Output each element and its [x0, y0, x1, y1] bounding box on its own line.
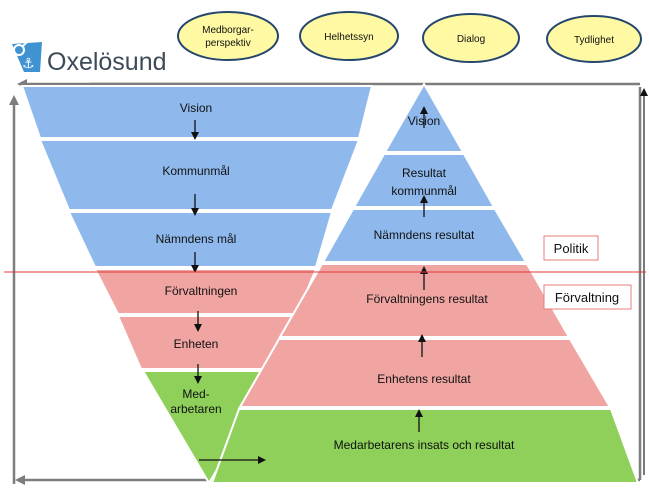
pyr-label-resultat-1: Resultat: [402, 166, 447, 180]
value-label: perspektiv: [205, 38, 251, 49]
pyr-label-medarbetarens: Medarbetarens insats och resultat: [334, 438, 515, 452]
pyr-level-namndens-resultat: [321, 208, 528, 263]
value-label: Medborgar-: [202, 25, 254, 36]
inv-label-kommunmal: Kommunmål: [162, 164, 229, 178]
pyr-level-forvaltningens-resultat: [278, 263, 571, 338]
pyr-label-enhetens-resultat: Enhetens resultat: [377, 372, 471, 386]
value-label: Helhetssyn: [324, 32, 373, 43]
inv-label-enheten: Enheten: [174, 337, 219, 351]
inv-level-kommunmal: [38, 139, 361, 211]
politik-label: Politik: [554, 241, 589, 256]
inv-label-medarbetaren-2: arbetaren: [170, 402, 221, 416]
value-label: Tydlighet: [574, 35, 614, 46]
pyr-level-enhetens-resultat: [238, 338, 612, 408]
inv-label-vision: Vision: [180, 101, 212, 115]
pyr-label-namndens-resultat: Nämndens resultat: [374, 228, 475, 242]
inv-label-forvaltningen: Förvaltningen: [165, 284, 238, 298]
anchor-icon: ⚓: [12, 41, 42, 72]
forvaltning-label-box: Förvaltning: [543, 284, 632, 310]
inverted-pyramid: Vision Kommunmål Nämndens mål Förvaltnin…: [20, 85, 374, 485]
inv-label-namndens-mal: Nämndens mål: [156, 232, 237, 246]
pyr-level-medarbetarens: [210, 408, 640, 484]
result-pyramid: Vision Resultat kommunmål Nämndens resul…: [210, 81, 640, 484]
inv-level-namndens-mal: [67, 211, 334, 268]
value-label: Dialog: [457, 34, 485, 45]
pyr-label-forvaltningens-resultat: Förvaltningens resultat: [366, 292, 488, 306]
pyr-level-resultat-kommunmal: [352, 153, 496, 208]
politik-label-box: Politik: [543, 235, 599, 261]
svg-text:⚓: ⚓: [22, 56, 35, 72]
pyr-label-resultat-2: kommunmål: [391, 184, 456, 198]
forvaltning-label: Förvaltning: [555, 290, 619, 305]
value-bubble-4: Tydlighet: [546, 15, 642, 63]
logo-text: Oxelösund: [47, 48, 167, 76]
inv-label-medarbetaren-1: Med-: [182, 387, 209, 401]
value-bubble-1: Medborgar- perspektiv: [177, 11, 279, 61]
value-bubble-2: Helhetssyn: [299, 11, 399, 61]
value-bubble-3: Dialog: [422, 13, 520, 63]
logo: ⚓ Oxelösund: [12, 41, 167, 76]
inv-level-vision: [20, 85, 374, 139]
